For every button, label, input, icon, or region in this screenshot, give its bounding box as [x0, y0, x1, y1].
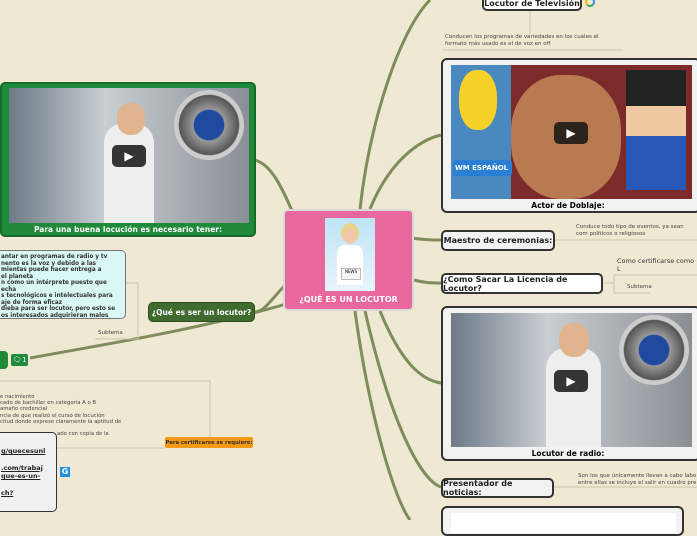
certificar-label[interactable]: Para certificarse se requiere:	[165, 437, 253, 448]
comment-badge[interactable]: 🗨1	[11, 354, 28, 366]
locutor-tv-node[interactable]: Locutor de Televisión	[482, 0, 582, 11]
comment-icon: 🗨	[12, 356, 22, 364]
doblaje-node[interactable]: WM ESPAÑOL ▶ Actor de Doblaje:	[441, 58, 697, 213]
req-line: ncia de que realizó el curso de locución	[0, 412, 105, 419]
maestro-node[interactable]: Maestro de ceremonias:	[441, 230, 555, 251]
comment-count: 1	[22, 356, 27, 364]
note-line: s tecnológicos e intelectuales para	[1, 293, 113, 299]
radio-caption: Locutor de radio:	[531, 449, 605, 458]
radio-thumbnail[interactable]: ▶	[451, 313, 692, 447]
branch-to-comment	[29, 298, 301, 360]
note-line: mientas puede hacer entrega a	[1, 267, 102, 273]
branch-to-bottom	[353, 310, 412, 520]
g-badge-icon[interactable]: G	[60, 467, 70, 477]
play-button[interactable]: ▶	[554, 122, 588, 144]
play-button[interactable]: ▶	[112, 145, 146, 167]
green-node-partial[interactable]	[0, 351, 8, 369]
bottom-image-node[interactable]	[441, 506, 684, 536]
note-line: dieba para ser locutor, pero esto se	[1, 306, 116, 312]
video-thumbnail[interactable]: ▶	[9, 88, 249, 223]
radio-node[interactable]: ▶ Locutor de radio:	[441, 306, 697, 461]
links-box[interactable]: g/quecesunl .com/trabaj que-es-un- ch?	[0, 432, 57, 512]
note-line: nento es la voz y debido a las	[1, 260, 97, 267]
que-es-ser-locutor-node[interactable]: ¿Qué es ser un locutor?	[148, 302, 255, 322]
play-button[interactable]: ▶	[554, 370, 588, 392]
req-line: e nacimiento	[0, 394, 35, 400]
noticias-node[interactable]: Presentador de noticias:	[441, 478, 554, 498]
requisitos-text: e nacimiento cado de bachiller en catego…	[0, 394, 121, 437]
licencia-node[interactable]: ¿Como Sacar La Licencia de Locutor?	[441, 273, 603, 294]
branch-to-tv	[358, 0, 432, 210]
link[interactable]: .com/trabaj	[1, 463, 43, 472]
note-box[interactable]: antar en programas de radio y tv nento e…	[0, 250, 126, 319]
noticias-text: Son los que únicamente llevan a cabo lab…	[578, 473, 697, 486]
central-image: NEWS	[325, 218, 375, 291]
doblaje-thumbnail[interactable]: WM ESPAÑOL ▶	[451, 65, 692, 199]
link[interactable]: g/quecesunl	[1, 447, 46, 455]
req-line: amaño credencial	[0, 406, 48, 413]
note-line: el planeta	[1, 273, 34, 280]
licencia-sub1[interactable]: Como certificarse como L	[617, 257, 695, 273]
branch-to-doblaje	[368, 133, 442, 210]
note-line: aje de forma eficaz	[1, 299, 63, 306]
link[interactable]: ch?	[1, 488, 14, 497]
branch-to-radio	[378, 310, 442, 385]
req-line: citud donde exprese claramente la aptitu…	[0, 418, 122, 425]
bottom-thumbnail[interactable]	[451, 513, 676, 533]
subtema-left[interactable]: Subtema	[98, 330, 123, 336]
note-line: os interesados adquirieran malos	[1, 312, 109, 319]
branch-to-licencia	[413, 278, 442, 285]
central-node[interactable]: NEWS ¿QUÉ ES UN LOCUTOR	[283, 209, 414, 311]
central-title: ¿QUÉ ES UN LOCUTOR	[299, 295, 398, 304]
note-line: antar en programas de radio y tv	[1, 254, 108, 260]
video-caption: Para una buena locución es necesario ten…	[34, 225, 222, 234]
doblaje-logo: WM ESPAÑOL	[453, 160, 512, 176]
note-line: n como un intérprete puesto que echa	[1, 280, 107, 293]
licencia-sub2[interactable]: Subtema	[627, 284, 652, 290]
branch-to-noticias	[363, 310, 442, 489]
link[interactable]: que-es-un-	[1, 472, 41, 480]
doblaje-caption: Actor de Doblaje:	[531, 201, 605, 210]
google-icon	[585, 0, 595, 7]
tv-text: Conducen los programas de variedades en …	[445, 34, 599, 47]
req-line: ado con copia de la	[57, 431, 109, 438]
maestro-text: Conduce todo tipo de eventos, ya sean co…	[576, 224, 684, 237]
video-node-left[interactable]: ▶ Para una buena locución es necesario t…	[0, 82, 256, 237]
req-line: cado de bachiller en categoría A o B	[0, 400, 97, 407]
